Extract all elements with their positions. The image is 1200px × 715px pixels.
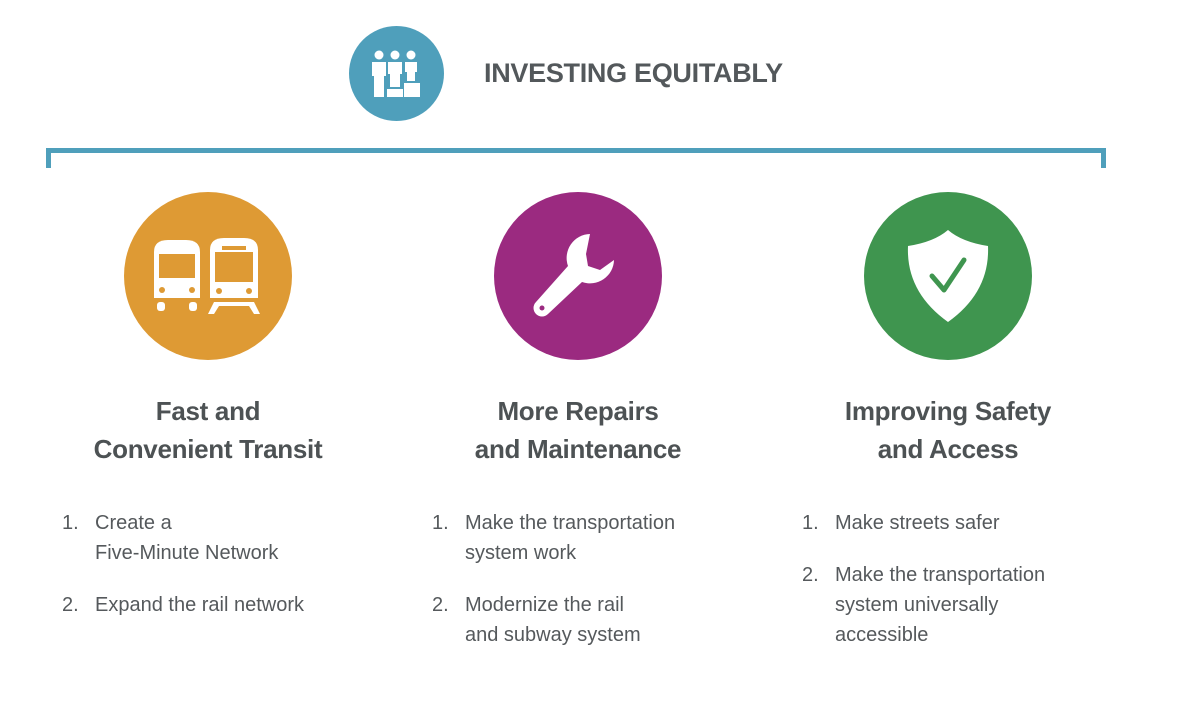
list-item: 2.Modernize the rail and subway system [432, 594, 641, 646]
header-icon-circle [349, 26, 444, 121]
safety-icon-circle [864, 192, 1032, 360]
bus-and-train-icon [154, 238, 260, 314]
column-repairs: More Repairs and Maintenance 1.Make the … [408, 192, 748, 672]
repairs-icon-circle [494, 192, 662, 360]
list-item: 1.Make the transportation system work [432, 512, 676, 564]
header: INVESTING EQUITABLY [349, 26, 783, 121]
column-title: Improving Safety and Access [844, 396, 1052, 464]
list-item: 2.Expand the rail network [62, 594, 305, 616]
transit-icon-circle [124, 192, 292, 360]
list-item: 1.Create a Five-Minute Network [62, 512, 279, 564]
column-title: Fast and Convenient Transit [93, 396, 323, 464]
page-title: INVESTING EQUITABLY [484, 58, 783, 88]
goal-list: 1.Create a Five-Minute Network 2.Expand … [62, 508, 378, 620]
list-item: 1.Make streets safer [802, 512, 1000, 534]
goal-list: 1.Make the transportation system work 2.… [432, 508, 748, 650]
column-safety: Improving Safety and Access 1.Make stree… [778, 192, 1118, 672]
column-title: More Repairs and Maintenance [474, 396, 682, 464]
people-podium-icon [371, 50, 420, 97]
wrench-icon [533, 234, 614, 317]
shield-check-icon [907, 230, 989, 322]
goal-list: 1.Make streets safer 2.Make the transpor… [802, 508, 1118, 650]
bracket-divider [46, 148, 1106, 168]
list-item: 2.Make the transportation system univers… [802, 564, 1046, 646]
column-transit: Fast and Convenient Transit 1.Create a F… [38, 192, 378, 642]
